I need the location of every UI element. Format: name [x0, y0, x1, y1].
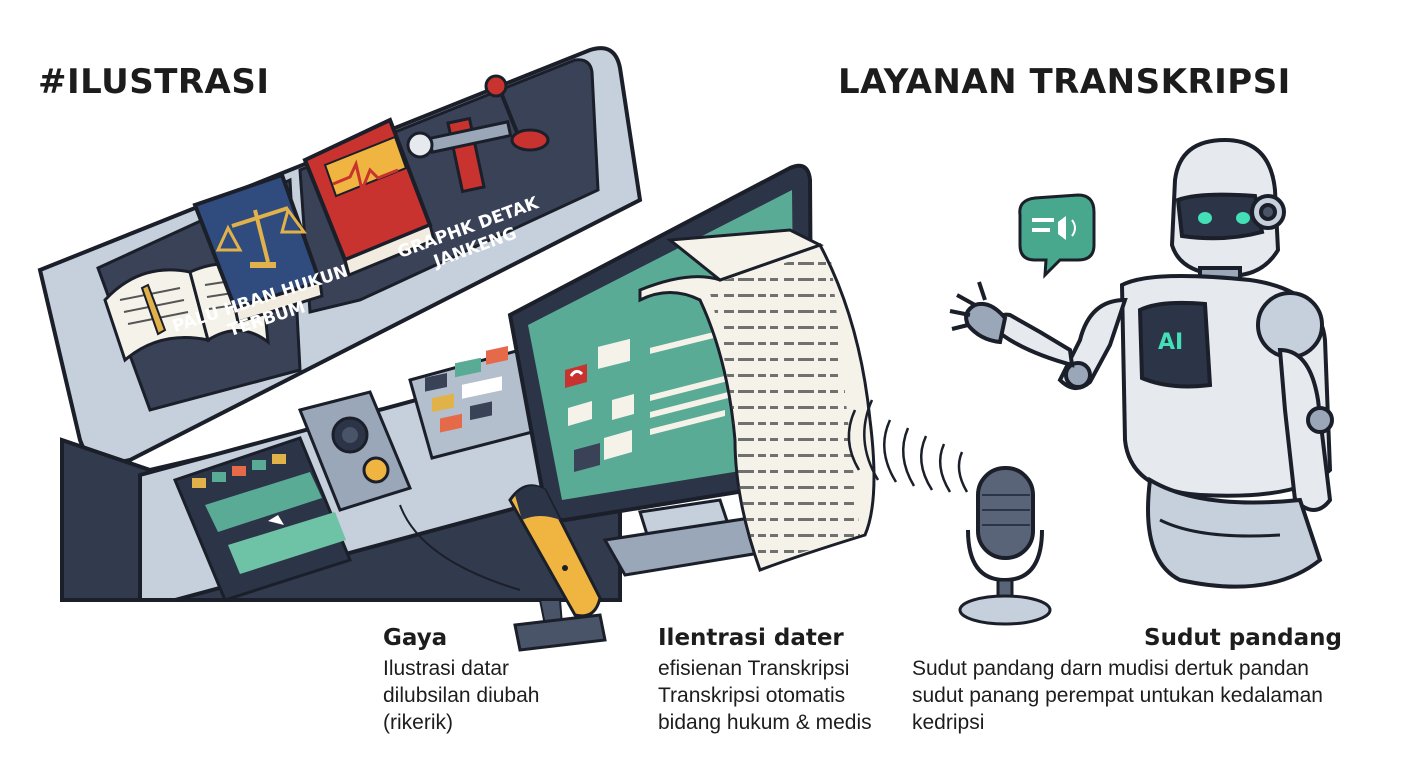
- caption-line: efisienan Transkripsi: [658, 657, 850, 680]
- scales-icon: [192, 172, 324, 324]
- caption-line: Transkripsi otomatis: [658, 684, 846, 707]
- right-title: LAYANAN TRANSKRIPSI: [838, 62, 1291, 102]
- caption-heading: Sudut pandang: [1144, 625, 1342, 651]
- caption-line: sudut panang perempat untukan kedalaman: [912, 684, 1323, 707]
- robot-chest-badge: AI: [1158, 330, 1184, 355]
- console-base: [60, 346, 622, 602]
- caption-line: Sudut pandang darn mudisi dertuk pandan: [912, 657, 1309, 680]
- caption-line: Ilustrasi datar: [383, 657, 510, 680]
- microscope-icon: [406, 74, 550, 194]
- caption-viewpoint: Sudut pandang Sudut pandang darn mudisi …: [912, 625, 1372, 736]
- caption-line: dilubsilan diubah: [383, 684, 540, 707]
- heartbeat-icon: [302, 117, 436, 278]
- caption-line: kedripsi: [912, 711, 985, 734]
- caption-heading: Ilentrasi dater: [658, 625, 844, 651]
- caption-line: (rikerik): [383, 711, 453, 734]
- caption-heading: Gaya: [383, 625, 448, 651]
- caption-style: Gaya Ilustrasi datar dilubsilan diubah (…: [383, 625, 539, 736]
- caption-line: bidang hukum & medis: [658, 711, 872, 734]
- microphone-icon: [958, 466, 1052, 626]
- document-icon: [638, 228, 876, 572]
- sound-wave-icon: [847, 399, 969, 493]
- speech-bubble-icon: [1018, 193, 1096, 279]
- caption-illustration: Ilentrasi dater efisienan Transkripsi Tr…: [658, 625, 872, 736]
- robot-icon: [949, 137, 1334, 589]
- microphone-icon: [399, 484, 607, 652]
- left-title: #ILUSTRASI: [38, 62, 270, 102]
